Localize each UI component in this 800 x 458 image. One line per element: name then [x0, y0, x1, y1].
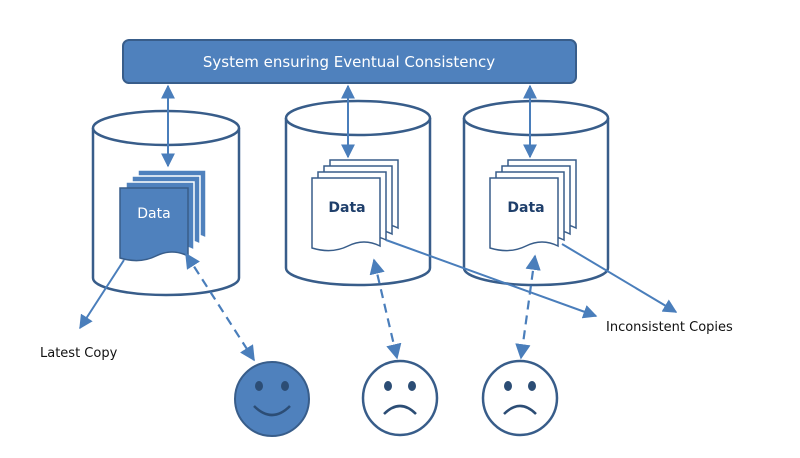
latest-copy-arrow: [79, 259, 125, 330]
sad-face-icon: [481, 359, 559, 437]
access-arrow-3: [515, 254, 541, 360]
sad-face-icon: [361, 359, 439, 437]
inconsistent-arrow-2: [561, 243, 678, 313]
document-stack-latest: Data: [119, 169, 207, 262]
access-arrow-2: [369, 258, 402, 360]
access-arrows: [185, 252, 541, 362]
annotation-arrows: [79, 239, 678, 330]
document-label-2: Data: [328, 200, 365, 216]
consistency-system-banner: System ensuring Eventual Consistency: [122, 39, 577, 84]
sync-arrows: [161, 84, 537, 168]
happy-face-icon: [234, 361, 310, 437]
access-arrow-1: [185, 252, 255, 362]
banner-label: System ensuring Eventual Consistency: [203, 53, 495, 71]
latest-copy-label: Latest Copy: [40, 346, 118, 361]
inconsistent-copies-label: Inconsistent Copies: [606, 320, 733, 335]
document-label-3: Data: [507, 200, 544, 216]
document-stack-stale-1: Data: [311, 159, 399, 252]
document-label-1: Data: [137, 206, 170, 222]
document-stack-stale-2: Data: [489, 159, 577, 252]
inconsistent-arrow-1: [385, 239, 598, 319]
